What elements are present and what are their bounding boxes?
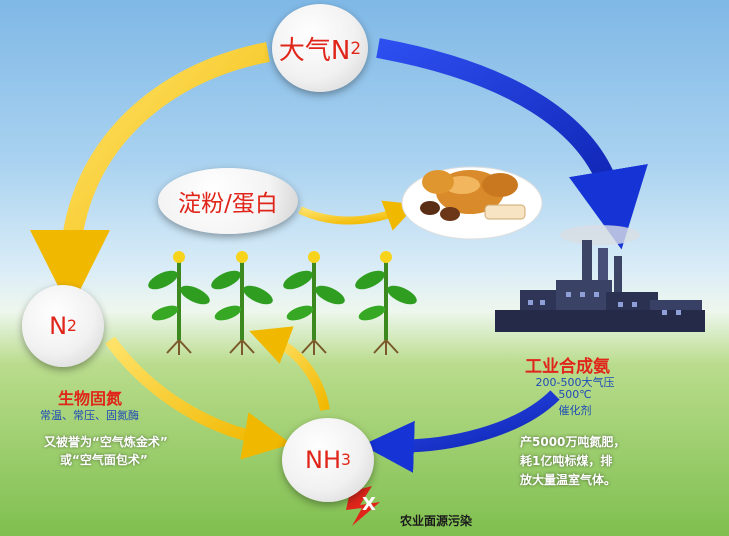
industrial-note-2: 耗1亿吨标煤，排 [520, 454, 613, 468]
plant-icon [283, 251, 345, 355]
biological-fixation-conditions: 常温、常压、固氮酶 [40, 409, 139, 422]
plant-icon [355, 251, 417, 355]
arrow-factory-to-nh3 [362, 390, 560, 473]
arrow-atm-to-n2 [30, 42, 270, 310]
industrial-ammonia-title: 工业合成氨 [525, 357, 610, 377]
industrial-note-1: 产5000万吨氮肥， [520, 435, 626, 449]
pollution-x-mark: X [362, 494, 376, 515]
industrial-condition-temperature: 500℃ [558, 388, 592, 401]
atmosphere-label: 大气N [278, 35, 351, 66]
industrial-condition-catalyst: 催化剂 [558, 404, 592, 417]
arrow-starch-to-bread [298, 200, 417, 231]
starch-protein-node: 淀粉/蛋白 [158, 168, 298, 234]
plant-icon [148, 251, 210, 355]
arrow-atm-to-factory [376, 38, 648, 250]
plant-icon [211, 251, 273, 355]
biological-fixation-note-2: 或“空气面包术” [60, 453, 148, 467]
nh3-label: NH [305, 446, 342, 474]
arrow-nh3-to-plants [249, 326, 330, 411]
biological-fixation-note-1: 又被誉为“空气炼金术” [44, 435, 168, 449]
n2-subscript: 2 [67, 317, 77, 335]
factory-icon [495, 225, 705, 332]
industrial-condition-pressure: 200-500大气压 [535, 376, 615, 389]
lightning-icon [346, 486, 380, 526]
bread-icon [401, 166, 543, 240]
pollution-label: 农业面源污染 [400, 514, 473, 528]
n2-label: N [49, 312, 68, 340]
nh3-subscript: 3 [341, 451, 351, 469]
atmosphere-subscript: 2 [350, 38, 362, 58]
arrow-n2-to-nh3 [105, 336, 292, 460]
industrial-note-3: 放大量温室气体。 [520, 473, 617, 487]
biological-fixation-title: 生物固氮 [58, 389, 123, 408]
